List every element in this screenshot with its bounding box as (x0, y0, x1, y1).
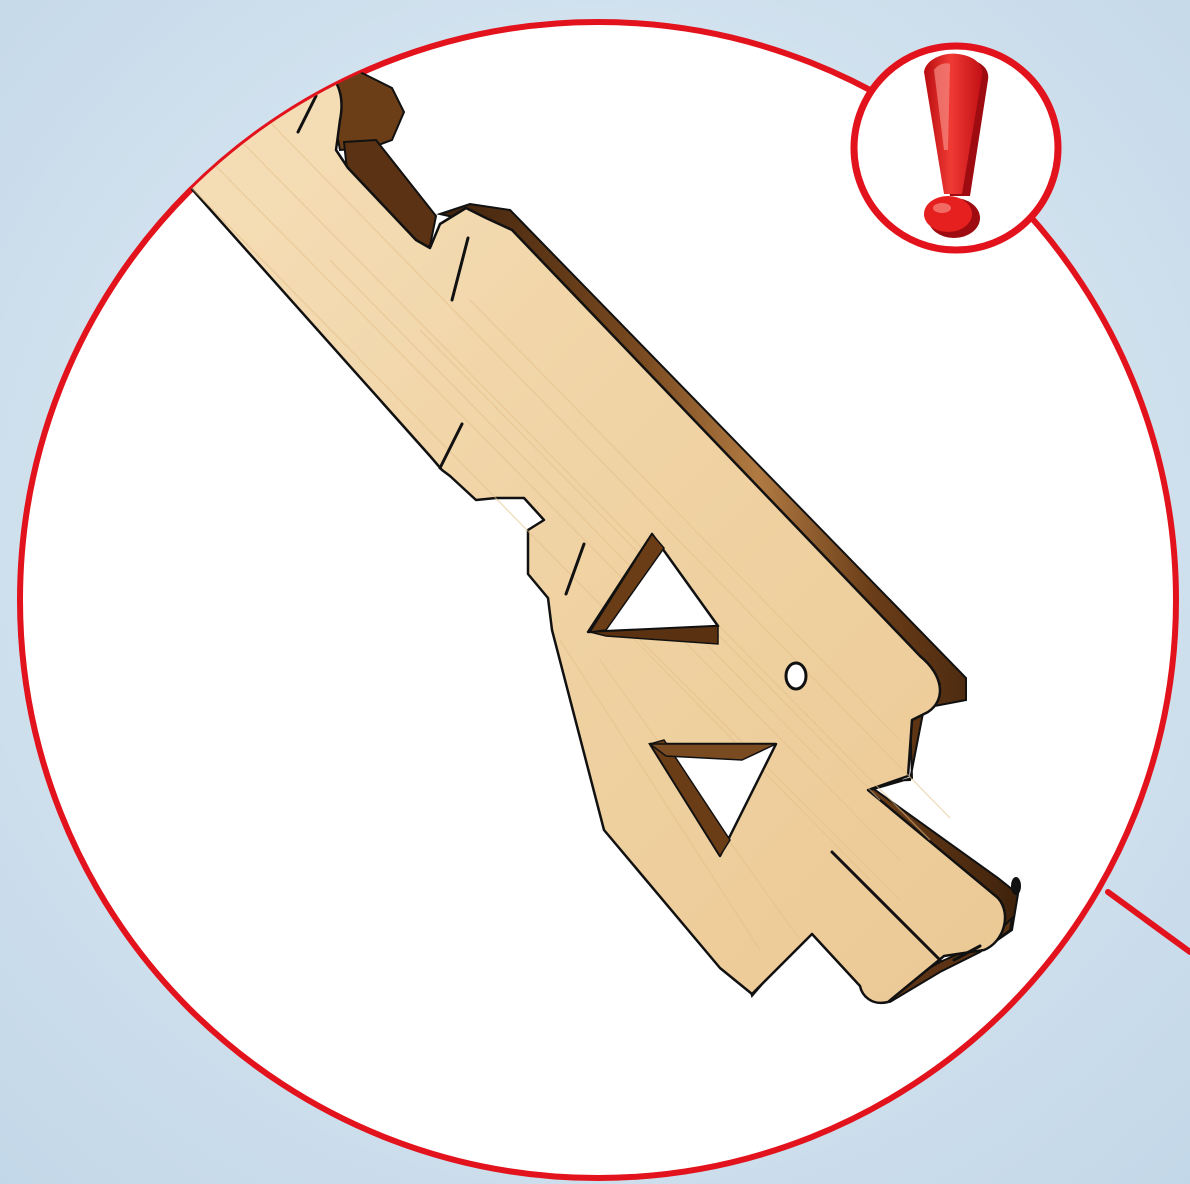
end-peg (1011, 877, 1021, 895)
small-hole (786, 663, 806, 689)
warning-badge (854, 46, 1058, 250)
